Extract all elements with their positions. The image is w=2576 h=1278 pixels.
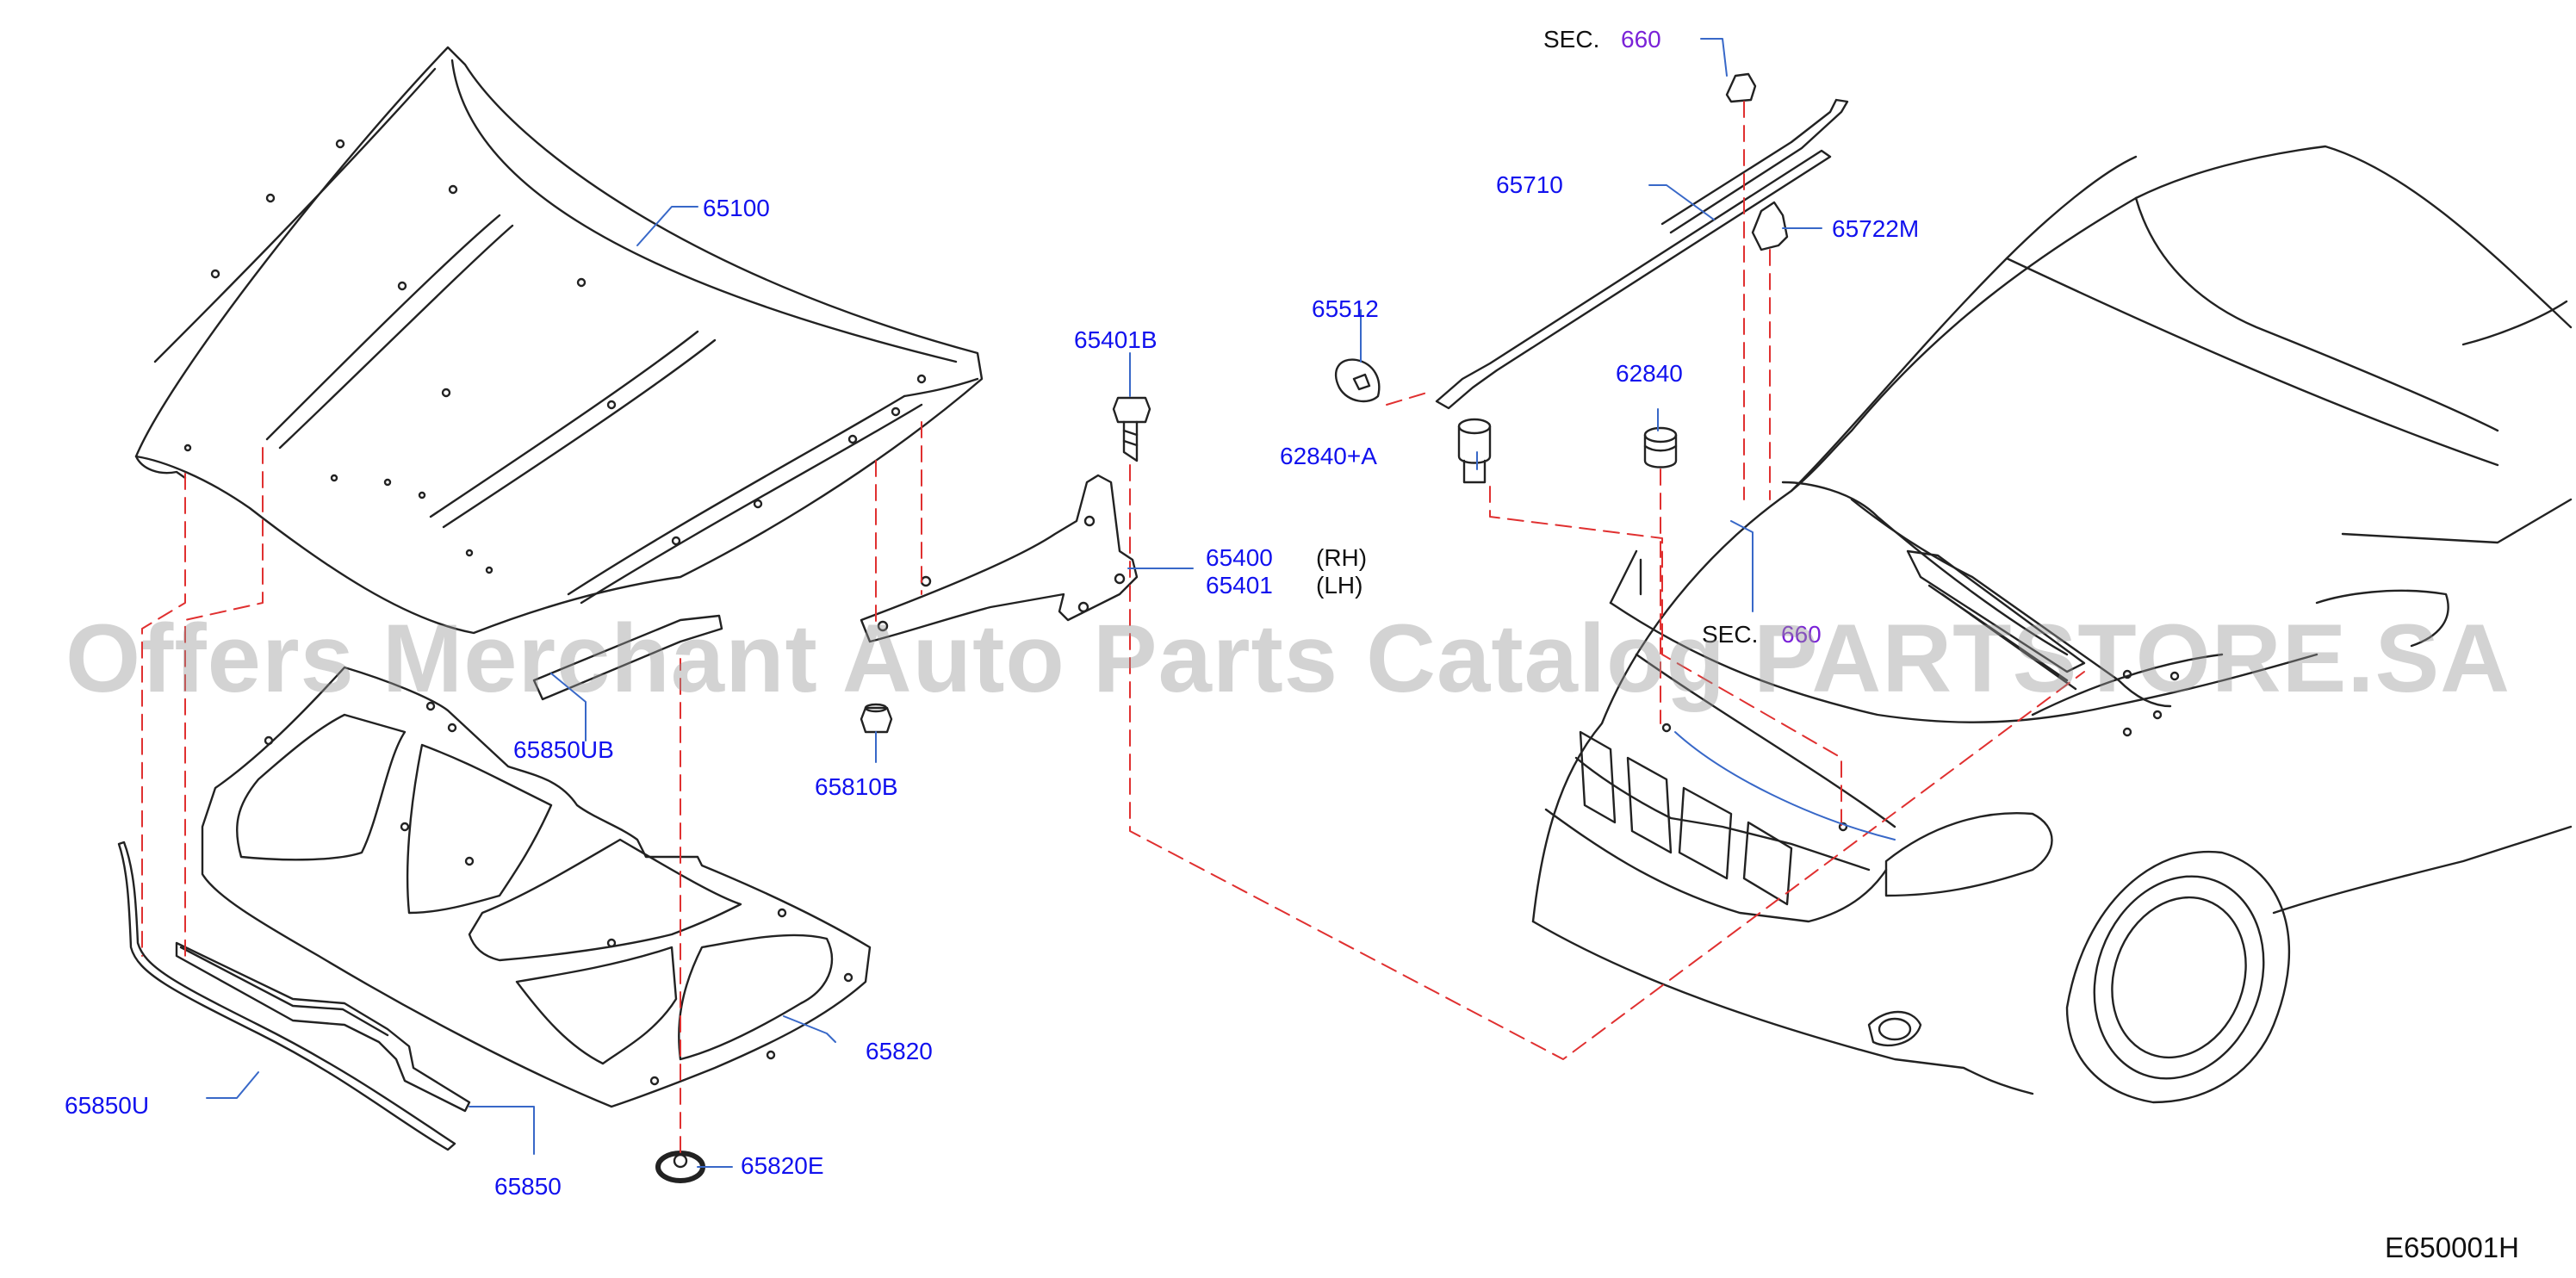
seal-65850u[interactable] [117,841,456,1151]
section-ref-mid[interactable]: 660 [1781,621,1822,648]
part-label-65820[interactable]: 65820 [866,1038,933,1064]
section-label-top: SEC. [1543,26,1600,53]
seal-65850ub[interactable] [532,614,723,701]
part-label-65850u[interactable]: 65850U [65,1092,150,1119]
part-label-65512[interactable]: 65512 [1312,295,1379,322]
clip-65722m[interactable] [1751,201,1789,251]
clip-sec660-top[interactable] [1725,72,1757,103]
callout-lines [206,38,1896,1168]
hood-insulator[interactable] [201,666,872,1108]
bolt-65401b[interactable] [1112,396,1151,462]
part-label-65722m[interactable]: 65722M [1832,215,1920,242]
part-label-62840[interactable]: 62840 [1616,360,1683,387]
nut-65810b[interactable] [860,703,893,734]
section-label-mid: SEC. [1702,621,1759,648]
part-label-65401b[interactable]: 65401B [1074,326,1158,353]
part-label-65710[interactable]: 65710 [1496,171,1563,198]
seal-65850[interactable] [175,941,471,1113]
bumper-62840a[interactable] [1457,418,1492,484]
part-label-62840a[interactable]: 62840+A [1280,443,1377,469]
leader-lines [141,101,2085,1153]
grommet-65512[interactable] [1334,358,1381,403]
part-label-65820e[interactable]: 65820E [741,1152,824,1179]
part-label-65850[interactable]: 65850 [494,1173,562,1200]
section-ref-top[interactable]: 660 [1621,26,1661,53]
diagram-code: E650001H [2385,1231,2519,1263]
side-label-rh: (RH) [1316,544,1368,571]
clip-65820e[interactable] [655,1151,705,1183]
hood-stay-rod[interactable] [1435,98,1849,410]
part-label-65850ub[interactable]: 65850UB [513,736,614,763]
part-label-65401[interactable]: 65401 [1206,572,1273,599]
part-label-65100[interactable]: 65100 [703,195,770,221]
vehicle-outline [1531,145,2573,1104]
part-label-65400[interactable]: 65400 [1206,544,1273,571]
hood-panel[interactable] [134,46,984,635]
side-label-lh: (LH) [1316,572,1363,599]
part-label-65810b[interactable]: 65810B [815,773,898,800]
bumper-62840[interactable] [1643,426,1678,468]
watermark-text: Offers Merchant Auto Parts Catalog PARTS… [65,605,2511,712]
hood-hinge[interactable] [860,474,1139,643]
